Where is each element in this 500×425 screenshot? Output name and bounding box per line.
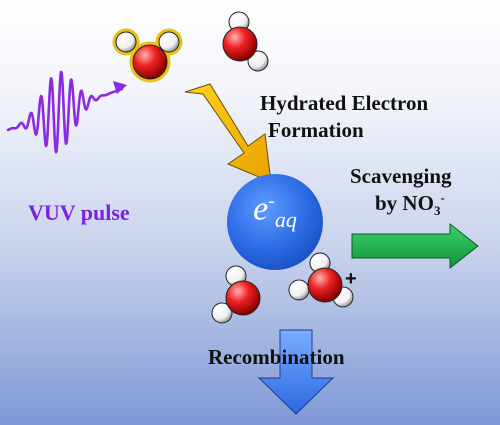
water-molecule-icon: [211, 265, 261, 324]
hydrated-electron-label: Hydrated Electron: [260, 91, 429, 115]
recombination-label: Recombination: [208, 345, 345, 369]
formation-arrow-icon: [184, 83, 272, 183]
electron-charge: -: [268, 190, 275, 212]
hydrated-electron-symbol: e-aq: [225, 190, 325, 233]
vuv-arrowhead-icon: [113, 81, 127, 94]
recombination-arrow-icon: [257, 329, 335, 415]
formation-label: Formation: [268, 118, 364, 142]
cation-charge-label: +: [345, 268, 357, 290]
scavenger-nitrate-label: by NO3-: [375, 190, 445, 219]
nitrate-charge: -: [440, 190, 445, 205]
water-molecule-icon: [112, 28, 183, 83]
water-molecule-icon: [222, 11, 269, 72]
electron-subscript: aq: [274, 207, 297, 233]
scavenging-label: Scavenging: [350, 164, 452, 188]
electron-symbol: e: [253, 190, 269, 228]
scavenger-text: by NO: [375, 191, 434, 215]
vuv-wave-icon: [6, 70, 124, 154]
hydronium-molecule-icon: [288, 252, 354, 308]
nitrate-subscript: 3: [433, 203, 441, 219]
scavenging-arrow-icon: [351, 222, 479, 270]
hydrated-electron-sphere: [227, 174, 323, 270]
vuv-pulse-label: VUV pulse: [28, 200, 130, 225]
